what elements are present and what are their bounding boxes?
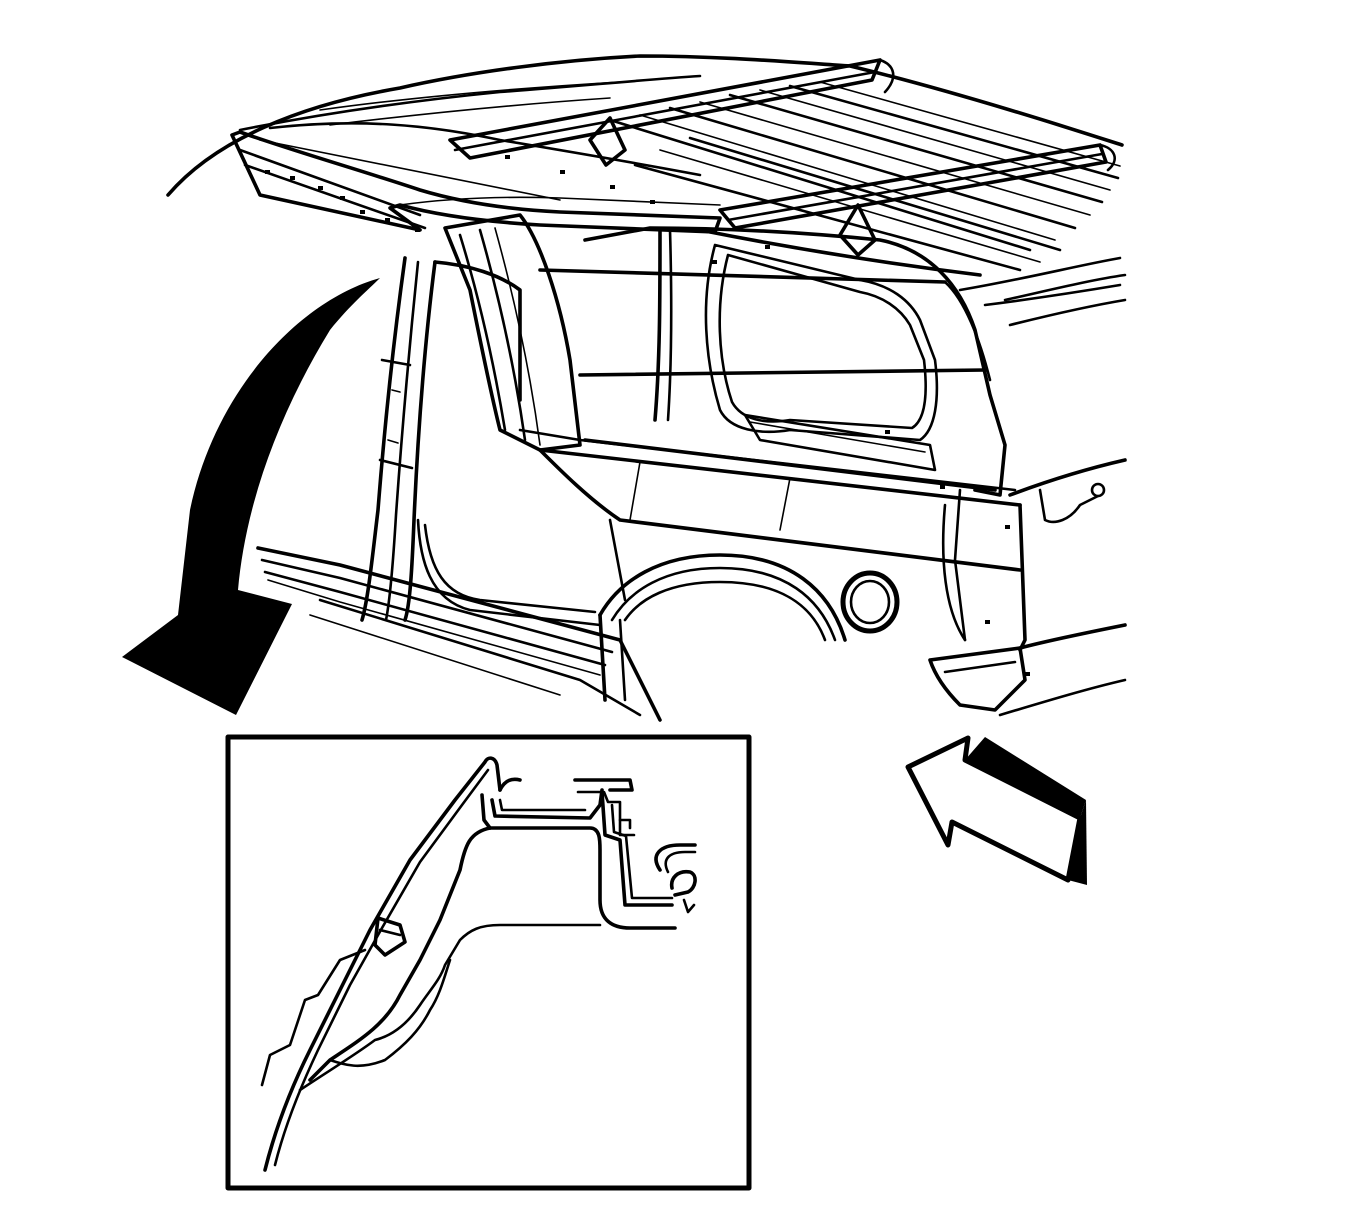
roof-rail-cross-section: [260, 756, 697, 1172]
roof-side-rail: [230, 130, 722, 234]
roof-rails: [448, 58, 1116, 257]
quarter-inner-panel: [443, 213, 582, 452]
center-pillar: [360, 256, 437, 622]
view-direction-arrow: [905, 735, 1087, 885]
vehicle-body: [166, 54, 1127, 722]
roof-panel: [166, 54, 1124, 197]
curved-callout-arrow: [122, 278, 380, 715]
rear-door-opening: [416, 260, 602, 627]
rear-tail: [928, 273, 1127, 717]
roof-bows: [608, 81, 1122, 307]
rear-wheelhouse: [598, 553, 847, 702]
rail-holes: [265, 155, 1030, 676]
rocker-sill: [256, 546, 662, 722]
quarter-window-opening: [538, 226, 1007, 497]
fuel-filler-door: [840, 570, 900, 634]
detail-inset: [225, 734, 752, 1191]
